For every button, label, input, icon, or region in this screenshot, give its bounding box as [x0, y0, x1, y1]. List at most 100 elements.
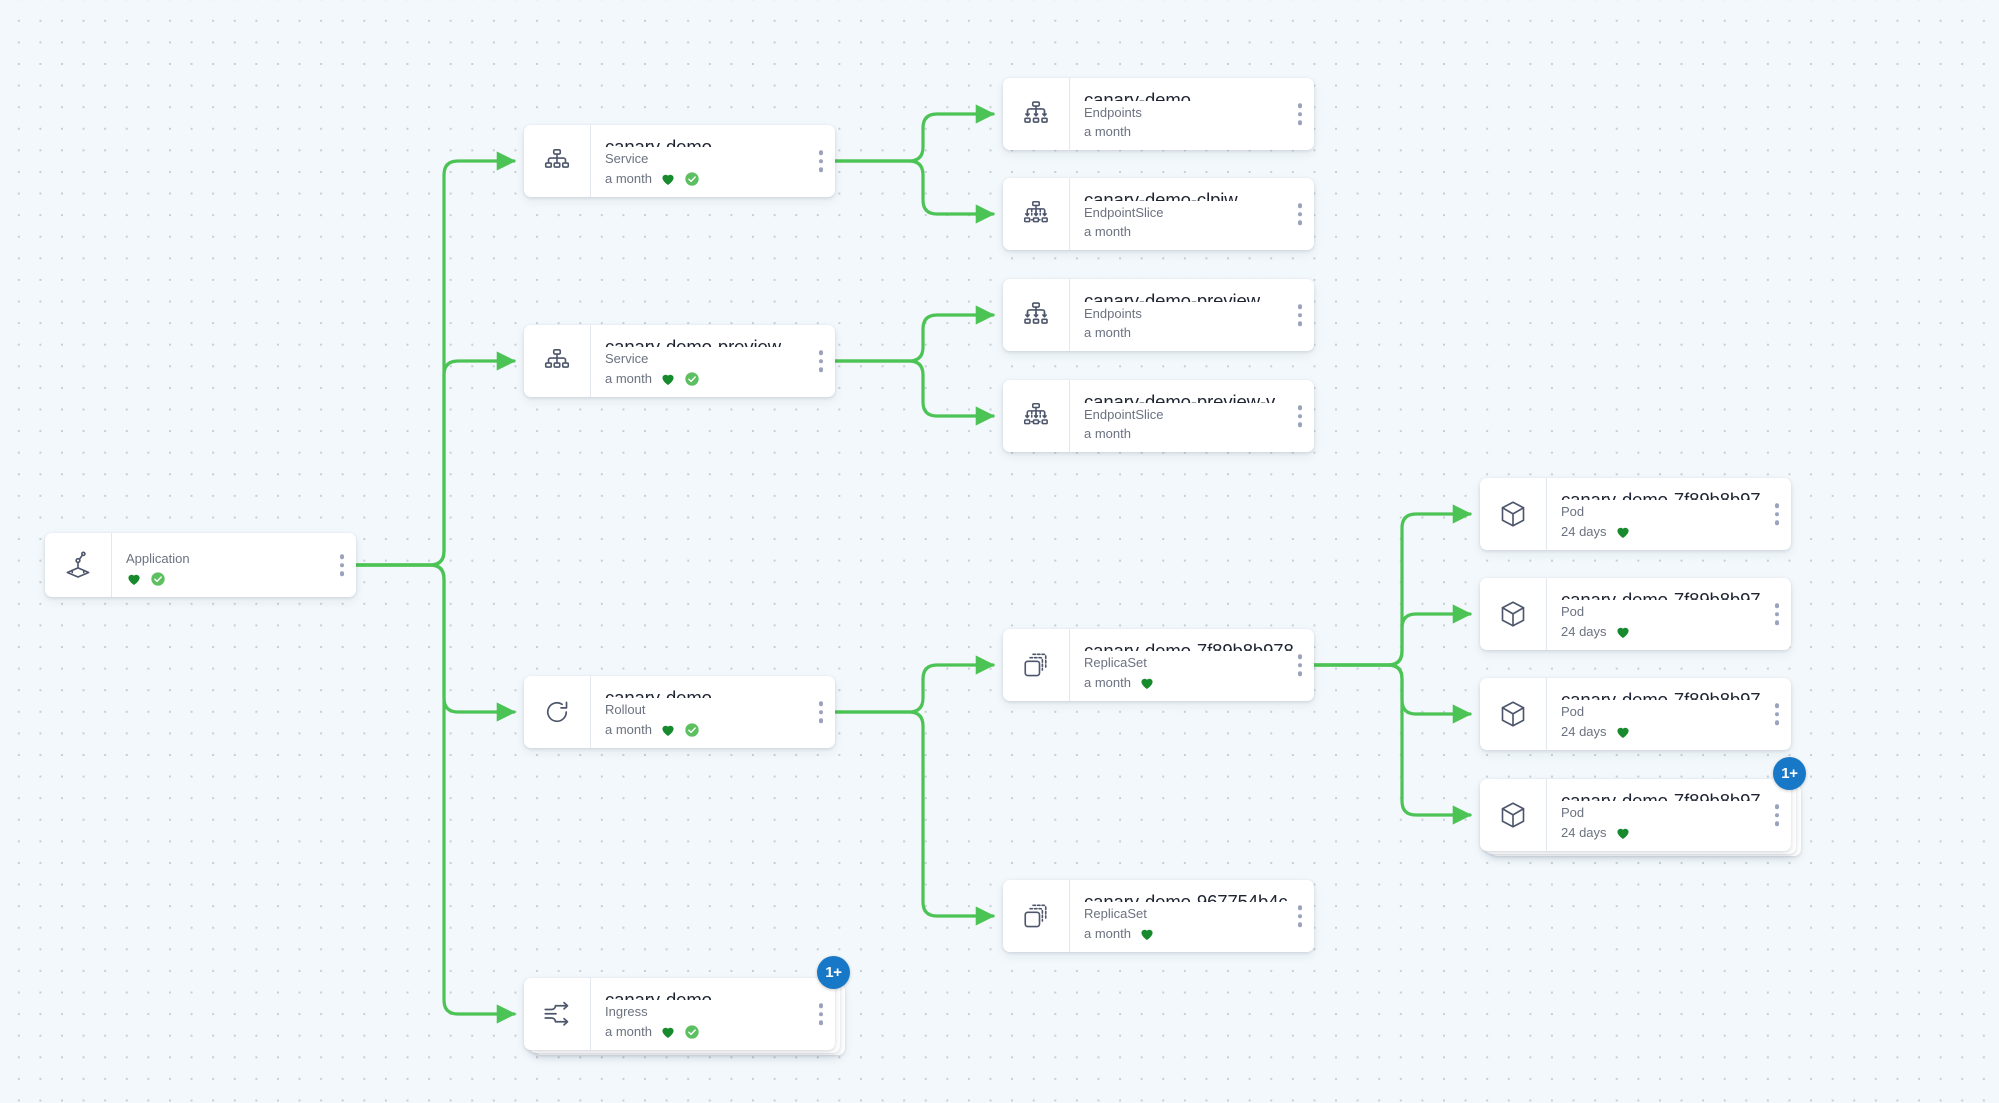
- endpointslice-icon: [1003, 380, 1069, 452]
- node-meta: 24 days: [1561, 724, 1791, 740]
- node-menu-button[interactable]: [1297, 103, 1302, 125]
- node-meta: 24 days: [1561, 624, 1791, 640]
- node-menu-button[interactable]: [1297, 405, 1302, 427]
- ingress-icon: [524, 978, 590, 1050]
- node-body: canary-demo-7f89b8b97... Pod 24 days: [1546, 578, 1791, 650]
- health-status-icon: [1139, 926, 1155, 942]
- node-meta: a month: [1084, 325, 1314, 341]
- health-status-icon: [660, 1024, 676, 1040]
- node-kind: Endpoints: [1084, 104, 1142, 120]
- node-kind: Application: [126, 551, 190, 567]
- node-menu-button[interactable]: [1297, 654, 1302, 676]
- pod-icon: [1480, 478, 1546, 550]
- health-status-icon: [1615, 524, 1631, 540]
- node-kind: Service: [605, 351, 649, 367]
- node-title: canary-demo-7f89b8b97...: [1561, 489, 1776, 501]
- resource-node-pod[interactable]: canary-demo-7f89b8b97... Pod 24 days: [1480, 578, 1791, 650]
- node-kind: Pod: [1561, 504, 1585, 520]
- endpointslice-icon: [1003, 178, 1069, 250]
- node-menu-button[interactable]: [1297, 304, 1302, 326]
- node-menu-button[interactable]: [1774, 804, 1779, 826]
- tree-edge: [833, 359, 995, 426]
- node-kind: EndpointSlice: [1084, 406, 1164, 422]
- node-title: canary-demo: [605, 989, 712, 1001]
- node-meta: a month: [605, 371, 835, 387]
- node-menu-button[interactable]: [1774, 503, 1779, 525]
- node-kind: EndpointSlice: [1084, 204, 1164, 220]
- rollout-icon: [524, 676, 590, 748]
- node-menu-button[interactable]: [818, 701, 823, 723]
- child-count-badge[interactable]: 1+: [817, 956, 850, 989]
- node-meta: a month: [605, 1024, 835, 1040]
- tree-edge: [1312, 663, 1472, 724]
- node-title: canary-demo-7f89b8b978: [1084, 640, 1294, 652]
- health-status-icon: [1615, 825, 1631, 841]
- node-meta: 24 days: [1561, 825, 1791, 841]
- tree-edge: [1312, 604, 1472, 667]
- node-meta: a month: [1084, 124, 1314, 140]
- node-kind: Pod: [1561, 805, 1585, 821]
- tree-edge: [354, 563, 516, 1024]
- tree-edge: [833, 305, 995, 363]
- resource-node-application[interactable]: canary-demoApplication: [45, 533, 356, 597]
- child-count-badge[interactable]: 1+: [1773, 757, 1806, 790]
- node-menu-button[interactable]: [1297, 203, 1302, 225]
- node-menu-button[interactable]: [818, 1003, 823, 1025]
- node-age: a month: [605, 722, 652, 738]
- pod-icon: [1480, 578, 1546, 650]
- node-meta: a month: [605, 722, 835, 738]
- node-menu-button[interactable]: [818, 150, 823, 172]
- node-kind: Pod: [1561, 704, 1585, 720]
- node-age: 24 days: [1561, 624, 1607, 640]
- endpoints-icon: [1003, 78, 1069, 150]
- node-age: a month: [1084, 675, 1131, 691]
- node-title: canary-demo-967754b4c: [1084, 891, 1288, 903]
- node-menu-button[interactable]: [1774, 603, 1779, 625]
- node-title: canary-demo-preview: [1084, 290, 1260, 302]
- service-icon: [524, 325, 590, 397]
- node-age: a month: [1084, 224, 1131, 240]
- node-menu-button[interactable]: [1297, 905, 1302, 927]
- node-kind: Service: [605, 151, 649, 167]
- node-meta: a month: [605, 171, 835, 187]
- node-title: canary-demo: [605, 687, 712, 699]
- node-kind: Pod: [1561, 604, 1585, 620]
- replicaset-icon: [1003, 880, 1069, 952]
- node-menu-button[interactable]: [818, 350, 823, 372]
- tree-edge: [354, 351, 516, 567]
- health-status-icon: [126, 571, 142, 587]
- node-age: a month: [605, 371, 652, 387]
- node-menu-button[interactable]: [339, 554, 344, 576]
- node-age: a month: [1084, 124, 1131, 140]
- health-status-icon: [660, 722, 676, 738]
- node-title: canary-demo: [126, 544, 356, 547]
- node-menu-button[interactable]: [1774, 703, 1779, 725]
- application-icon: [45, 533, 111, 597]
- node-title: canary-demo-7f89b8b97...: [1561, 589, 1776, 601]
